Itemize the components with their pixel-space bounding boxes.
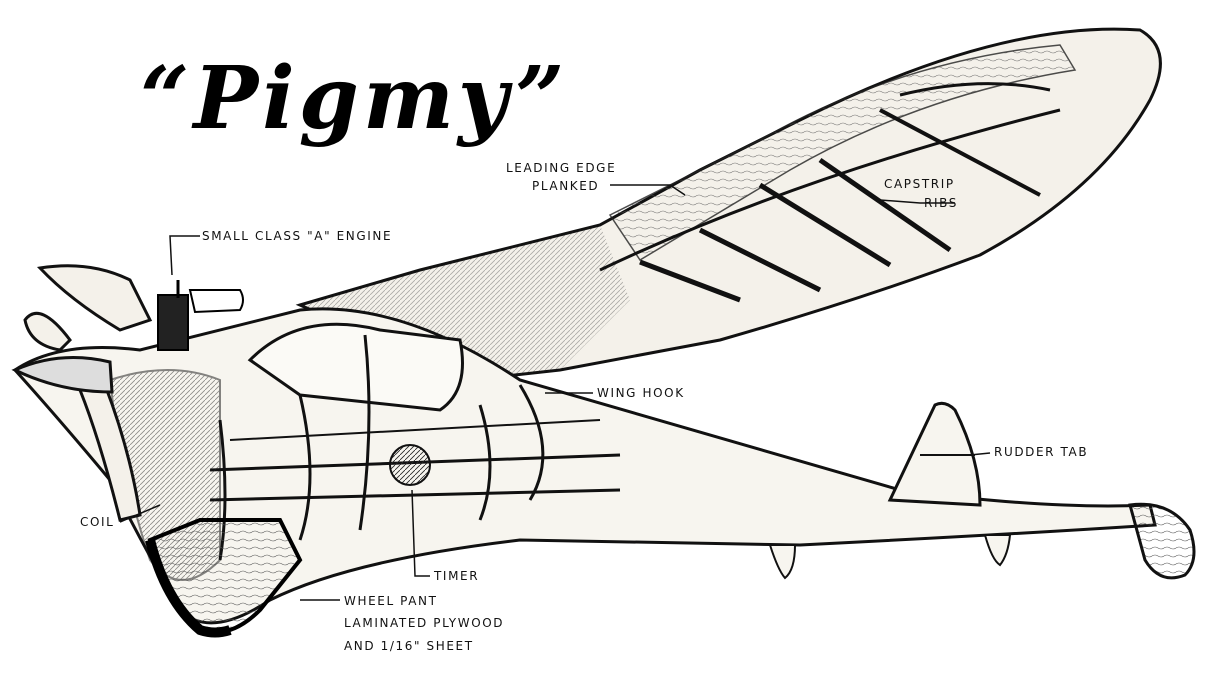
propeller-blade-upper bbox=[36, 264, 153, 332]
stabilizer-rear bbox=[983, 534, 1012, 567]
leader-engine bbox=[169, 235, 200, 276]
spinner bbox=[11, 356, 114, 394]
label-planked: PLANKED bbox=[532, 179, 600, 193]
fuselage bbox=[12, 307, 1157, 638]
wing-rib bbox=[698, 227, 822, 293]
label-rudder-tab: RUDDER TAB bbox=[994, 445, 1089, 459]
wing-rib bbox=[879, 108, 1041, 197]
wing-tip-ribs bbox=[899, 82, 1051, 97]
propeller-blade-lower bbox=[77, 383, 142, 522]
leader-rudder-tab bbox=[969, 452, 991, 456]
fuselage-former bbox=[358, 334, 371, 531]
wing-rib bbox=[639, 259, 741, 303]
tail-skid-fin bbox=[1128, 502, 1196, 580]
label-wing-hook: WING HOOK bbox=[597, 386, 685, 400]
propeller-blade-left bbox=[23, 311, 72, 352]
fuselage-longeron bbox=[209, 488, 621, 502]
cabin-window bbox=[247, 322, 464, 412]
label-capstrip: CAPSTRIP bbox=[884, 177, 955, 191]
diagram-title: “Pigmy” bbox=[140, 48, 569, 149]
label-coil: COIL bbox=[80, 515, 115, 529]
fuselage-former bbox=[298, 394, 312, 541]
engine-cylinder bbox=[157, 294, 189, 351]
tail bbox=[768, 401, 1196, 580]
label-engine: SMALL CLASS "A" ENGINE bbox=[202, 229, 393, 243]
wheel-pant bbox=[147, 518, 303, 635]
label-timer: TIMER bbox=[434, 569, 480, 583]
leader-timer bbox=[411, 489, 430, 577]
engine-tank bbox=[188, 289, 244, 314]
leading-edge-planking bbox=[608, 44, 1077, 262]
leader-lines bbox=[119, 184, 991, 601]
propeller bbox=[11, 264, 153, 522]
label-leading-edge: LEADING EDGE bbox=[506, 161, 617, 175]
wing-spar bbox=[599, 108, 1061, 272]
fuselage-former bbox=[518, 384, 545, 501]
engine bbox=[157, 280, 244, 351]
label-ribs: RIBS bbox=[924, 196, 958, 210]
stabilizer-front bbox=[768, 544, 797, 580]
wheel-pant-dark-edge bbox=[145, 538, 232, 638]
fuselage-former bbox=[478, 404, 492, 521]
timer-disc bbox=[389, 444, 431, 486]
label-laminated-plywood: LAMINATED PLYWOOD bbox=[344, 616, 505, 630]
leader-coil bbox=[119, 504, 161, 523]
wing-rib bbox=[818, 157, 952, 253]
wing-rib bbox=[758, 182, 892, 268]
leader-leading-edge bbox=[610, 184, 686, 196]
leader-capstrip bbox=[879, 199, 955, 204]
label-wheel-pant: WHEEL PANT bbox=[344, 594, 438, 608]
label-sheet: AND 1/16" SHEET bbox=[344, 639, 474, 653]
fuselage-longeron bbox=[229, 419, 601, 441]
